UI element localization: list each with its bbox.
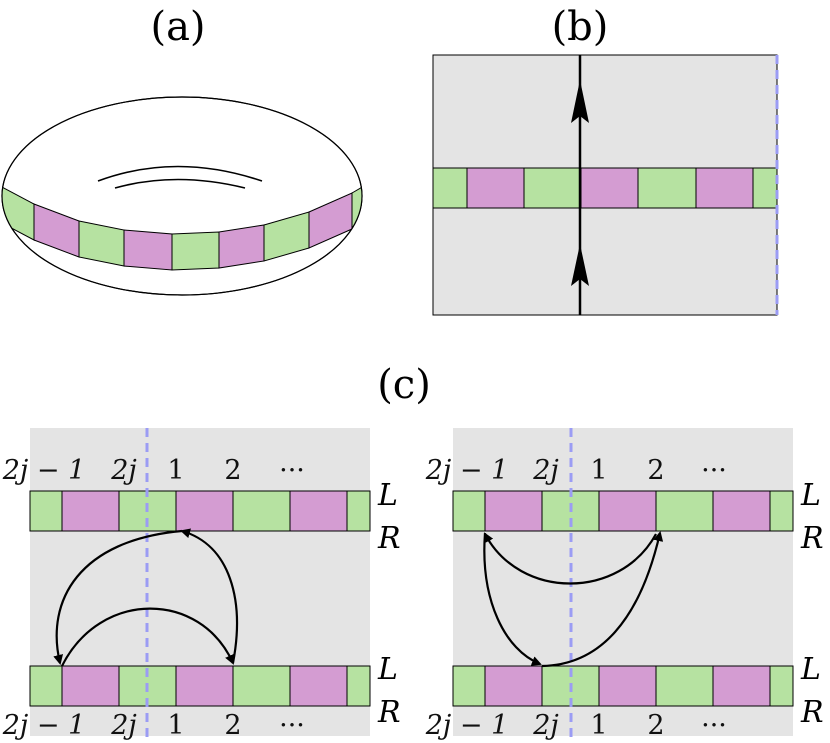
site-purple: [712, 490, 771, 532]
panel-label-b: (b): [552, 4, 609, 50]
site-green: [655, 665, 714, 707]
panel-label-c: (c): [377, 362, 431, 408]
site-index: 1: [167, 455, 184, 486]
curved-arrow: [53, 529, 183, 665]
panel-label-a: (a): [150, 4, 205, 50]
site-purple: [712, 665, 771, 707]
label-L: L: [800, 652, 821, 687]
torus-hole-lower: [114, 178, 246, 189]
panel-c-right: 2j − 1 2j 1 2 ··· 2j − 1 2j 1 2 ··· L R …: [425, 428, 824, 741]
site-index: ···: [279, 710, 305, 741]
site-purple: [580, 167, 639, 209]
site-green: [452, 665, 486, 707]
site-index: 2j − 1: [2, 455, 86, 486]
site-green: [655, 490, 714, 532]
site-green: [432, 167, 468, 209]
site-index: 2j − 1: [425, 455, 509, 486]
site-green: [637, 167, 697, 209]
site-purple: [598, 490, 657, 532]
label-L: L: [377, 652, 398, 687]
site-green: [452, 490, 486, 532]
curved-arrow: [484, 532, 657, 585]
site-green: [232, 490, 291, 532]
site-purple: [598, 665, 657, 707]
label-L: L: [800, 478, 821, 513]
site-index: 2j: [532, 710, 559, 741]
label-R: R: [377, 521, 401, 556]
site-green: [769, 665, 794, 707]
site-purple: [175, 665, 234, 707]
panel-b: [432, 54, 779, 316]
site-index: 1: [590, 455, 607, 486]
torus-site: [123, 229, 173, 271]
torus-site: [218, 224, 265, 269]
site-index: 2j − 1: [425, 710, 509, 741]
site-purple: [289, 665, 348, 707]
up-arrow-icon: [571, 244, 589, 286]
site-index: 2j: [110, 455, 137, 486]
site-green: [752, 167, 778, 209]
site-green: [523, 167, 582, 209]
site-purple: [289, 490, 348, 532]
site-index: 2: [224, 710, 241, 741]
site-green: [29, 490, 63, 532]
site-index: 2: [647, 710, 664, 741]
site-green: [346, 490, 371, 532]
site-green: [769, 490, 794, 532]
site-green: [29, 665, 63, 707]
up-arrow-icon: [571, 80, 589, 123]
site-purple: [484, 665, 543, 707]
curved-arrow: [180, 528, 239, 664]
site-green: [346, 665, 371, 707]
label-L: L: [377, 478, 398, 513]
site-purple: [695, 167, 754, 209]
panel-c-left: 2j − 1 2j 1 2 ··· 2j − 1 2j 1 2 ··· L R …: [2, 428, 401, 741]
torus-site: [171, 231, 220, 271]
torus: [1, 96, 363, 296]
site-index: 2j − 1: [2, 710, 86, 741]
site-purple: [61, 665, 120, 707]
site-index: 2: [647, 455, 664, 486]
label-R: R: [377, 695, 401, 730]
torus-chain: [2, 185, 362, 271]
site-purple: [175, 490, 234, 532]
site-purple: [484, 490, 543, 532]
torus-hole-upper: [97, 165, 263, 182]
label-R: R: [800, 695, 824, 730]
site-index: ···: [279, 455, 305, 486]
curved-arrow: [483, 532, 542, 666]
site-index: 2: [224, 455, 241, 486]
site-green: [232, 665, 291, 707]
site-index: 1: [167, 710, 184, 741]
curved-arrow: [61, 607, 235, 667]
site-index: 2j: [532, 455, 559, 486]
site-index: ···: [701, 710, 727, 741]
site-index: ···: [701, 455, 727, 486]
site-purple: [61, 490, 120, 532]
site-purple: [466, 167, 525, 209]
site-index: 1: [590, 710, 607, 741]
label-R: R: [800, 521, 824, 556]
site-index: 2j: [110, 710, 137, 741]
curved-arrow: [541, 531, 664, 668]
